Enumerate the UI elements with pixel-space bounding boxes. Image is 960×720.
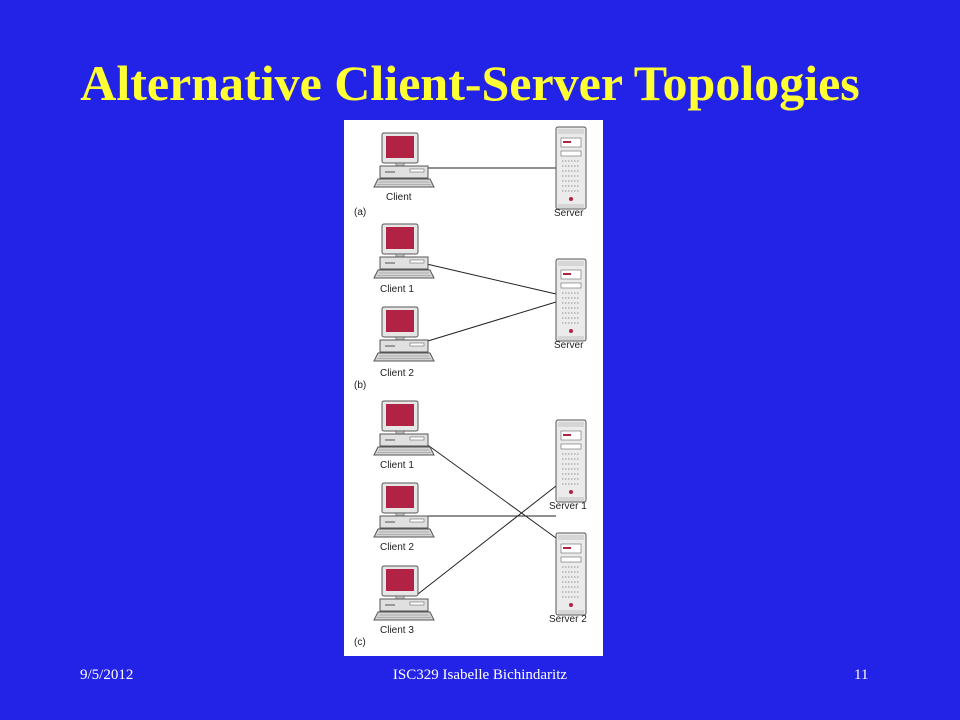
server-icon xyxy=(555,126,587,210)
panel-a-client-label: Client xyxy=(386,192,412,203)
panel-c-client2-label: Client 2 xyxy=(380,542,414,553)
link-c-3 xyxy=(417,485,557,595)
footer-course: ISC329 Isabelle Bichindaritz xyxy=(392,667,568,683)
panel-b-tag: (b) xyxy=(354,380,366,391)
server-1-icon xyxy=(555,419,587,503)
panel-c-server1-label: Server 1 xyxy=(549,501,587,512)
panel-c-client1-label: Client 1 xyxy=(380,460,414,471)
footer-date: 9/5/2012 xyxy=(80,667,134,683)
slide-number: 11 xyxy=(854,667,869,683)
client-2-computer-icon xyxy=(373,306,435,362)
panel-a-tag: (a) xyxy=(354,207,366,218)
panel-a-server-label: Server xyxy=(554,208,584,219)
client-3-computer-icon xyxy=(373,565,435,621)
panel-c-tag: (c) xyxy=(354,637,366,648)
client-computer-icon xyxy=(373,132,435,188)
slide-title: Alternative Client-Server Topologies xyxy=(80,55,860,111)
link-b-2 xyxy=(417,301,557,345)
topology-diagram: Client Server (a) Client 1 Client 2 Serv… xyxy=(354,126,587,648)
server-2-icon xyxy=(555,532,587,616)
client-1-computer-icon xyxy=(373,223,435,279)
client-2-computer-icon xyxy=(373,482,435,538)
server-icon xyxy=(555,258,587,342)
panel-c-server2-label: Server 2 xyxy=(549,614,587,625)
client-1-computer-icon xyxy=(373,400,435,456)
panel-b-server-label: Server xyxy=(554,340,584,351)
panel-b-client2-label: Client 2 xyxy=(380,368,414,379)
link-b-1 xyxy=(417,261,557,295)
link-c-1 xyxy=(417,437,557,539)
topology-figure: Client Server (a) Client 1 Client 2 Serv… xyxy=(344,120,603,656)
panel-c-client3-label: Client 3 xyxy=(380,625,414,636)
panel-b-client1-label: Client 1 xyxy=(380,284,414,295)
